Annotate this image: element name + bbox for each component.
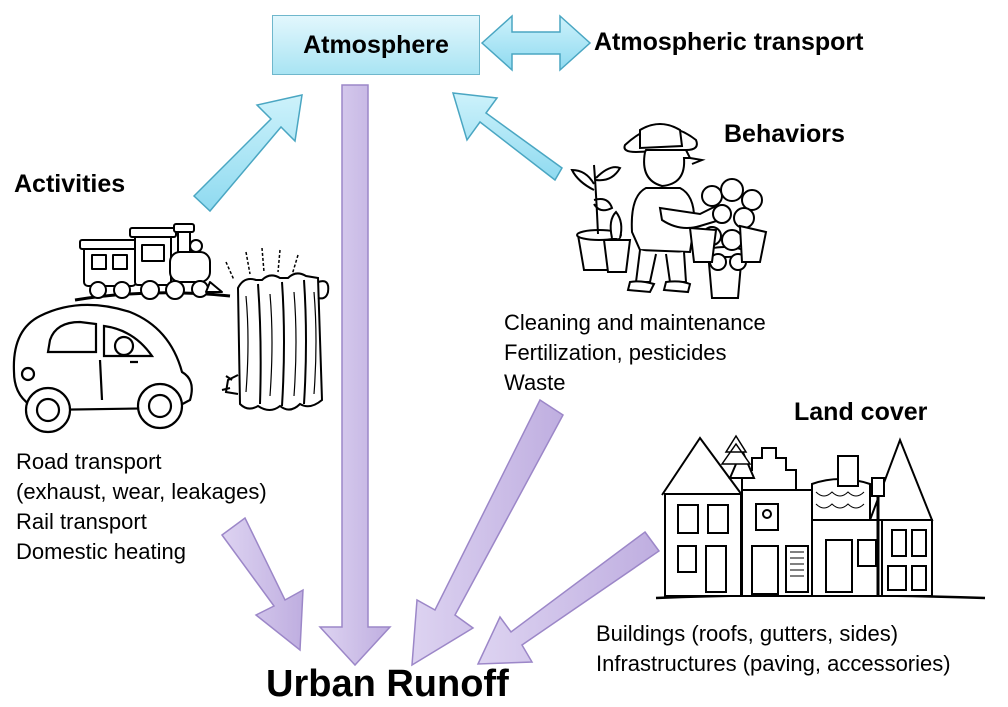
atmosphere-box: Atmosphere (272, 15, 480, 75)
atmospheric-transport-double-arrow (480, 14, 592, 72)
gardener-icon (570, 123, 768, 299)
list-item: Rail transport (16, 509, 147, 534)
list-item: Infrastructures (paving, accessories) (596, 651, 951, 676)
activities-title: Activities (14, 170, 126, 198)
atmospheric-transport-label: Atmospheric transport (594, 28, 864, 56)
land-cover-list: Buildings (roofs, gutters, sides) Infras… (596, 619, 951, 679)
behaviors-to-runoff-arrow (411, 398, 564, 667)
landcover-to-runoff-arrow (476, 530, 661, 665)
houses-icon (655, 434, 986, 600)
activities-to-runoff-arrow (220, 516, 304, 652)
activities-to-atmosphere-arrow (192, 94, 303, 213)
list-item: (exhaust, wear, leakages) (16, 479, 267, 504)
train-icon (74, 223, 231, 302)
list-item: Buildings (roofs, gutters, sides) (596, 621, 899, 646)
list-item: Domestic heating (16, 539, 186, 564)
list-item: Fertilization, pesticides (504, 340, 727, 365)
behaviors-title: Behaviors (724, 120, 845, 148)
list-item: Waste (504, 370, 566, 395)
atmosphere-to-runoff-arrow (318, 84, 392, 667)
behaviors-to-atmosphere-arrow (451, 92, 563, 182)
atmosphere-label: Atmosphere (303, 30, 449, 59)
list-item: Cleaning and maintenance (504, 310, 766, 335)
urban-runoff-label: Urban Runoff (266, 663, 509, 705)
car-icon (12, 303, 193, 434)
radiator-icon (221, 247, 330, 411)
behaviors-list: Cleaning and maintenance Fertilization, … (504, 308, 766, 398)
land-cover-title: Land cover (794, 398, 928, 426)
list-item: Road transport (16, 449, 162, 474)
activities-list: Road transport (exhaust, wear, leakages)… (16, 447, 267, 567)
